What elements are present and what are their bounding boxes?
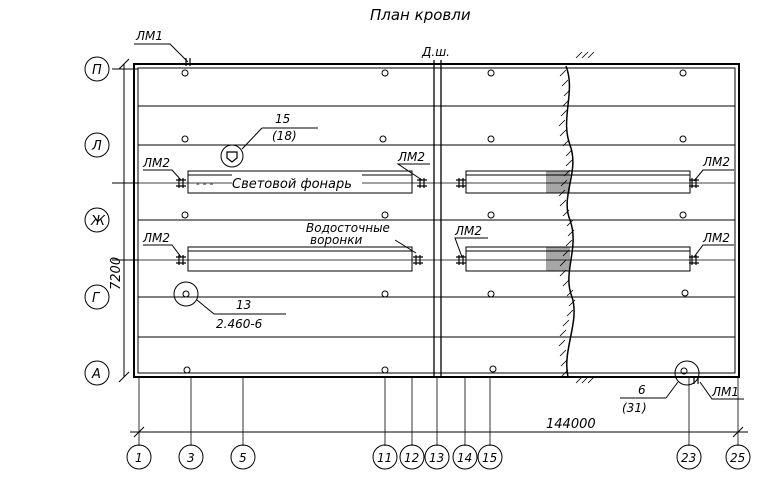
svg-text:ЛМ2: ЛМ2: [397, 150, 425, 164]
break-line: [550, 51, 598, 384]
skylight-axis-lines: [138, 182, 735, 261]
length-dimension: 144000: [130, 417, 748, 438]
drains-label-line1: Водосточные: [306, 221, 390, 235]
expansion-joint: [433, 60, 442, 377]
svg-text:ЛМ2: ЛМ2: [142, 231, 170, 245]
drain-callout: 13 2.460-6: [173, 281, 286, 331]
ladder-symbols: [176, 58, 699, 384]
ladder-lm2-labels: ЛМ2 ЛМ2 ЛМ2 ЛМ2 ЛМ2 ЛМ2: [142, 150, 734, 258]
svg-text:(31): (31): [622, 401, 647, 415]
column-axis-markers: 1 3 5 11 12 13 14 15 23 25: [126, 444, 751, 470]
svg-text:ЛМ2: ЛМ2: [702, 155, 730, 169]
svg-text:25: 25: [730, 451, 745, 465]
svg-text:11: 11: [377, 451, 392, 465]
svg-text:ЛМ2: ЛМ2: [454, 224, 482, 238]
ladder-lm1-label-bottom: ЛМ1: [711, 385, 739, 399]
skylights: [187, 170, 691, 272]
svg-text:12: 12: [404, 451, 419, 465]
drain-funnels: [181, 69, 689, 375]
svg-text:15: 15: [482, 451, 497, 465]
svg-text:15: 15: [275, 112, 290, 126]
svg-text:2.460-6: 2.460-6: [216, 317, 263, 331]
ladder-lm1-label-top: ЛМ1: [135, 29, 163, 43]
skylight-label: Световой фонарь: [232, 177, 352, 192]
svg-text:3: 3: [187, 451, 195, 465]
svg-text:144000: 144000: [546, 417, 596, 432]
axis-extension-lines: [112, 68, 138, 261]
svg-text:7200: 7200: [109, 257, 124, 290]
svg-text:14: 14: [457, 451, 472, 465]
svg-text:5: 5: [239, 451, 247, 465]
joint-label: Д.ш.: [421, 45, 450, 59]
svg-text:- - -: - - -: [196, 179, 214, 190]
row-axis-zh: Ж: [90, 214, 106, 229]
drawing-title: План кровли: [370, 6, 471, 24]
row-axis-l: Л: [91, 139, 102, 154]
svg-text:13: 13: [236, 298, 251, 312]
svg-text:(18): (18): [272, 129, 297, 143]
svg-text:23: 23: [681, 451, 696, 465]
svg-text:6: 6: [638, 383, 646, 397]
svg-text:ЛМ2: ЛМ2: [702, 231, 730, 245]
column-axis-lines: [138, 377, 739, 446]
roof-outline: [133, 63, 740, 378]
panel-lines: [138, 105, 735, 338]
skylight-callout: 15 (18): [220, 112, 318, 168]
row-axis-a: А: [91, 367, 101, 382]
row-axis-g: Г: [92, 291, 101, 306]
svg-text:1: 1: [135, 451, 143, 465]
row-axis-p: П: [92, 63, 102, 78]
corner-callout: 6 (31): [620, 360, 700, 415]
height-dimension: 7200: [109, 58, 130, 383]
drains-label-line2: воронки: [310, 233, 362, 247]
svg-text:ЛМ2: ЛМ2: [142, 156, 170, 170]
svg-text:13: 13: [429, 451, 444, 465]
row-axis-markers: П Л Ж Г А: [84, 56, 110, 386]
